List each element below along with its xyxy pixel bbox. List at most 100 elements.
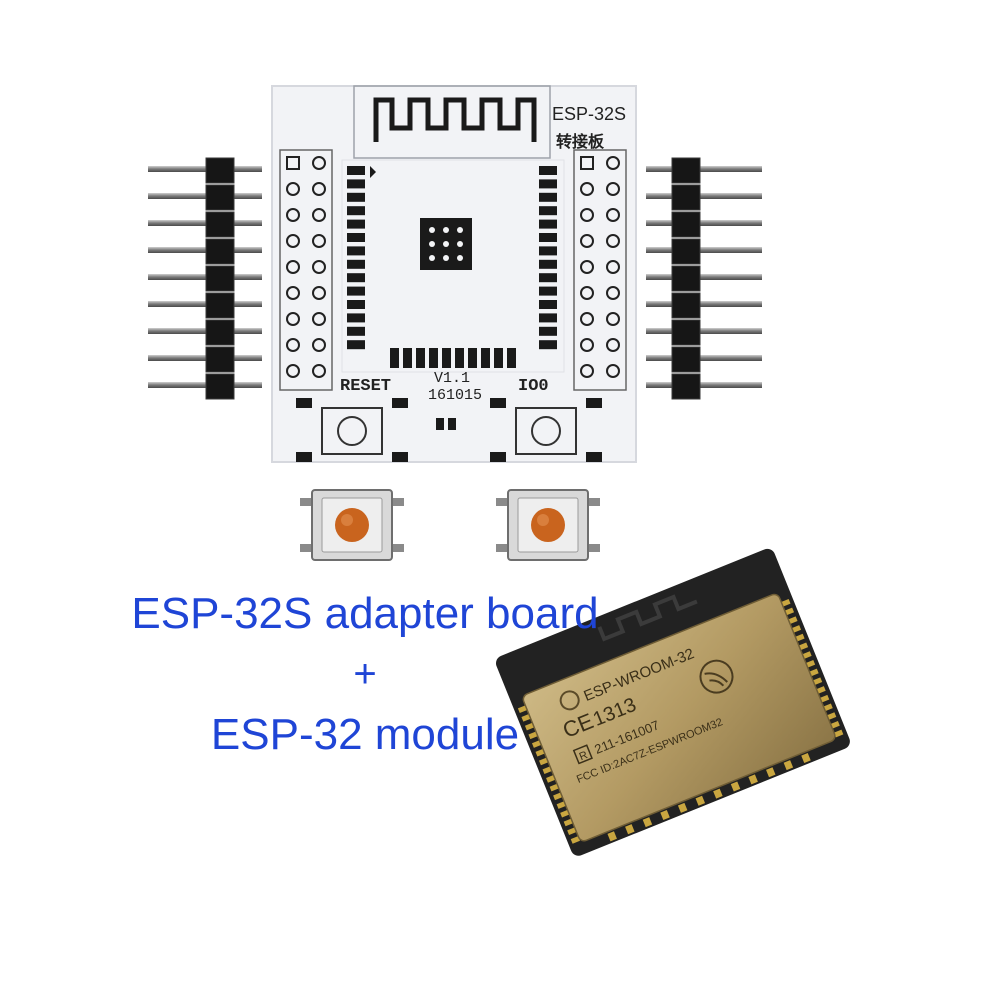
- module-pad: [695, 795, 706, 806]
- header-pin: [646, 274, 672, 280]
- header-pin: [234, 274, 262, 280]
- footprint-pad: [539, 166, 557, 175]
- capacitor-pad-left: [436, 418, 444, 430]
- module-pad: [826, 712, 837, 720]
- header-plastic: [205, 319, 235, 346]
- footprint-pad: [539, 219, 557, 229]
- header-plastic: [671, 346, 701, 373]
- module-pad: [549, 783, 559, 792]
- thermal-via: [457, 227, 463, 233]
- footprint-pad: [347, 233, 365, 242]
- header-pin: [700, 166, 762, 172]
- esp32-module: ESP-WROOM-32 CE 1313 R 211-161007 FCC ID…: [496, 548, 850, 856]
- module-pad: [660, 809, 670, 820]
- header-hole: [312, 156, 326, 170]
- footprint-pad: [539, 246, 557, 256]
- header-hole: [606, 312, 620, 326]
- header-hole: [312, 286, 326, 300]
- header-pin: [234, 220, 262, 226]
- module-pad: [748, 774, 758, 785]
- module-pad: [801, 753, 811, 764]
- header-hole: [580, 312, 594, 326]
- header-hole: [606, 208, 620, 222]
- header-pin: [148, 247, 206, 253]
- footprint-pad: [390, 348, 399, 368]
- footprint-pad: [347, 326, 365, 336]
- io0-button-footprint: [490, 398, 602, 462]
- header-plastic: [671, 184, 701, 211]
- module-pad: [607, 831, 617, 842]
- footprint-pad: [442, 348, 451, 368]
- footprint-pad: [539, 179, 557, 189]
- header-pin: [646, 220, 672, 226]
- footprint-pad: [347, 340, 365, 350]
- module-pad: [563, 818, 573, 827]
- header-hole: [606, 260, 620, 274]
- header-pin: [148, 274, 206, 280]
- module-pad: [556, 801, 566, 809]
- footprint-pad: [347, 300, 365, 309]
- header-pin: [700, 382, 762, 388]
- footprint-pad: [507, 348, 516, 368]
- header-pin: [646, 247, 672, 253]
- header-plastic: [205, 373, 235, 400]
- module-pad: [553, 792, 563, 801]
- header-plastic: [671, 265, 701, 292]
- thermal-via: [457, 241, 463, 247]
- thermal-via: [429, 227, 435, 233]
- header-pin: [700, 220, 762, 226]
- header-pin: [646, 355, 672, 361]
- module-pad: [677, 802, 688, 813]
- header-hole: [606, 234, 620, 248]
- header-hole: [286, 364, 300, 378]
- header-hole: [312, 338, 326, 352]
- header-hole: [286, 208, 300, 222]
- thermal-via: [429, 255, 435, 261]
- module-pad: [812, 677, 823, 686]
- header-pin: [234, 247, 262, 253]
- footprint-pad: [347, 206, 365, 216]
- footprint-pad: [539, 313, 557, 323]
- footprint-pad: [347, 166, 365, 175]
- module-pad: [730, 781, 741, 792]
- thermal-via: [443, 227, 449, 233]
- header-pin: [700, 274, 762, 280]
- right-pin-header: [646, 157, 762, 400]
- module-pad: [783, 760, 794, 771]
- module-shield: [522, 593, 836, 842]
- header-pin: [700, 247, 762, 253]
- footprint-pad: [539, 192, 557, 202]
- header-hole: [286, 338, 300, 352]
- bottom-pad-row: [390, 348, 516, 368]
- version-label: V1.1: [434, 370, 470, 387]
- module-pad: [542, 766, 552, 774]
- header-hole: [606, 286, 620, 300]
- module-pad: [791, 625, 802, 633]
- right-header-holes: [580, 156, 620, 378]
- module-pad: [531, 740, 542, 748]
- header-plastic: [205, 184, 235, 211]
- thermal-via: [443, 241, 449, 247]
- header-plastic: [671, 292, 701, 319]
- header-pin: [234, 355, 262, 361]
- header-pin: [646, 328, 672, 334]
- footprint-pad: [347, 313, 365, 323]
- left-header-holes: [286, 156, 326, 378]
- header-hole: [580, 260, 594, 274]
- header-pin: [234, 382, 262, 388]
- module-pad: [802, 651, 812, 659]
- module-pad: [567, 827, 577, 835]
- header-hole: [312, 260, 326, 274]
- module-pad: [788, 616, 798, 625]
- r-mark: R: [578, 749, 590, 763]
- header-pin: [646, 301, 672, 307]
- footprint-pad: [455, 348, 464, 368]
- right-pad-row: [539, 166, 557, 350]
- left-pad-row: [347, 166, 365, 350]
- module-pad: [560, 809, 570, 818]
- footprint-pad: [494, 348, 503, 368]
- header-pin: [646, 382, 672, 388]
- thermal-via: [443, 255, 449, 261]
- header-pin: [148, 355, 206, 361]
- module-pad: [823, 703, 833, 712]
